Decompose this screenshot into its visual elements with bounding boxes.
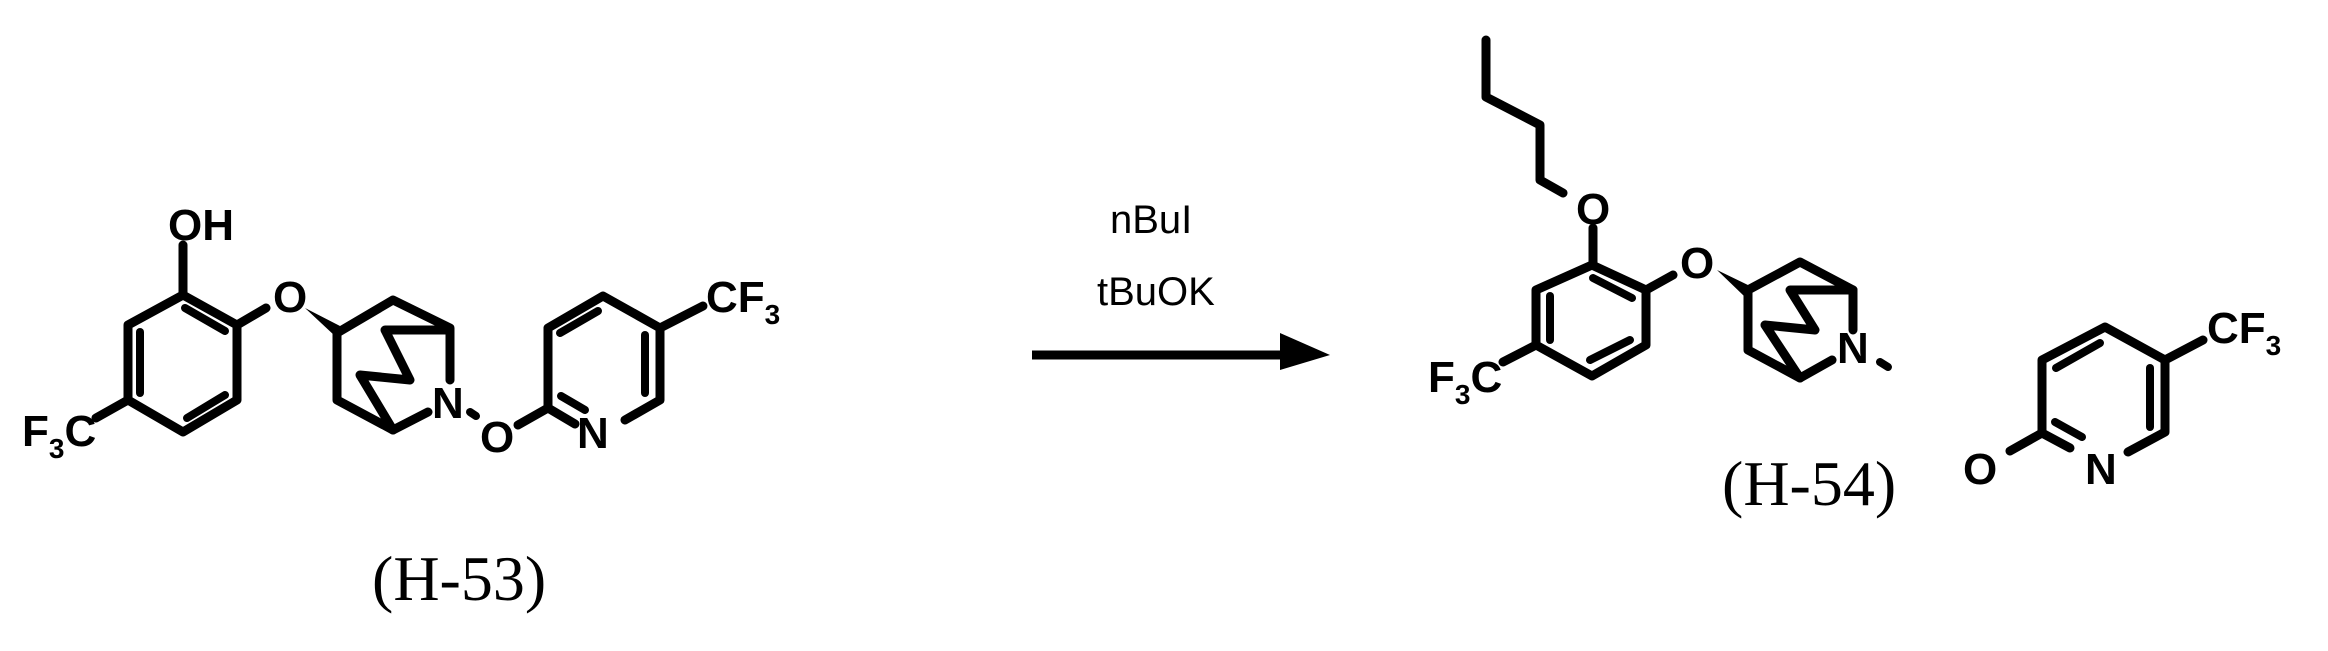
product-wedge-bond bbox=[1717, 270, 1750, 296]
reactant-hydroxyl-label: OH bbox=[168, 201, 234, 250]
product-ether-oxygen: O bbox=[1680, 239, 1714, 288]
product-structure-h54: O F3C O N O bbox=[1428, 35, 2281, 519]
product-n-oxy-label: O bbox=[1963, 445, 1997, 494]
reaction-arrow-head bbox=[1280, 333, 1330, 370]
reactant-bicyclic-nitrogen: N bbox=[432, 379, 464, 428]
reactant-compound-label: (H-53) bbox=[372, 543, 546, 614]
product-bicyclic-nitrogen: N bbox=[1837, 324, 1869, 373]
reactant-benzene-ring bbox=[123, 290, 242, 437]
product-f3c-label: F3C bbox=[1428, 353, 1502, 410]
product-butyl-chain bbox=[1481, 35, 1568, 198]
product-benzene-ring bbox=[1531, 260, 1651, 381]
reactant-f3c-label: F3C bbox=[22, 407, 96, 464]
reactant-bicyclic-core bbox=[332, 295, 455, 435]
product-pyridine-cf3-label: CF3 bbox=[2207, 304, 2281, 361]
product-bicyclic-core bbox=[1743, 257, 1858, 383]
product-pyridine-nitrogen: N bbox=[2085, 445, 2117, 494]
reactant-n-oxy-label: O bbox=[480, 413, 514, 462]
reactant-structure-h53: OH O F3C N O bbox=[22, 201, 780, 614]
reactant-pyridine-cf3-label: CF3 bbox=[706, 273, 780, 330]
reagent-line-2: tBuOK bbox=[1097, 270, 1215, 314]
product-pyridine-ring bbox=[2037, 322, 2170, 457]
reactant-pyridine-nitrogen: N bbox=[577, 409, 609, 458]
reagent-line-1: nBuI bbox=[1110, 198, 1192, 242]
product-compound-label: (H-54) bbox=[1722, 448, 1896, 519]
reaction-conditions: nBuI tBuOK bbox=[1032, 198, 1330, 370]
reactant-ether-oxygen: O bbox=[273, 273, 307, 322]
reactant-pyridine-ring bbox=[543, 291, 665, 429]
reactant-wedge-bond bbox=[305, 308, 340, 336]
